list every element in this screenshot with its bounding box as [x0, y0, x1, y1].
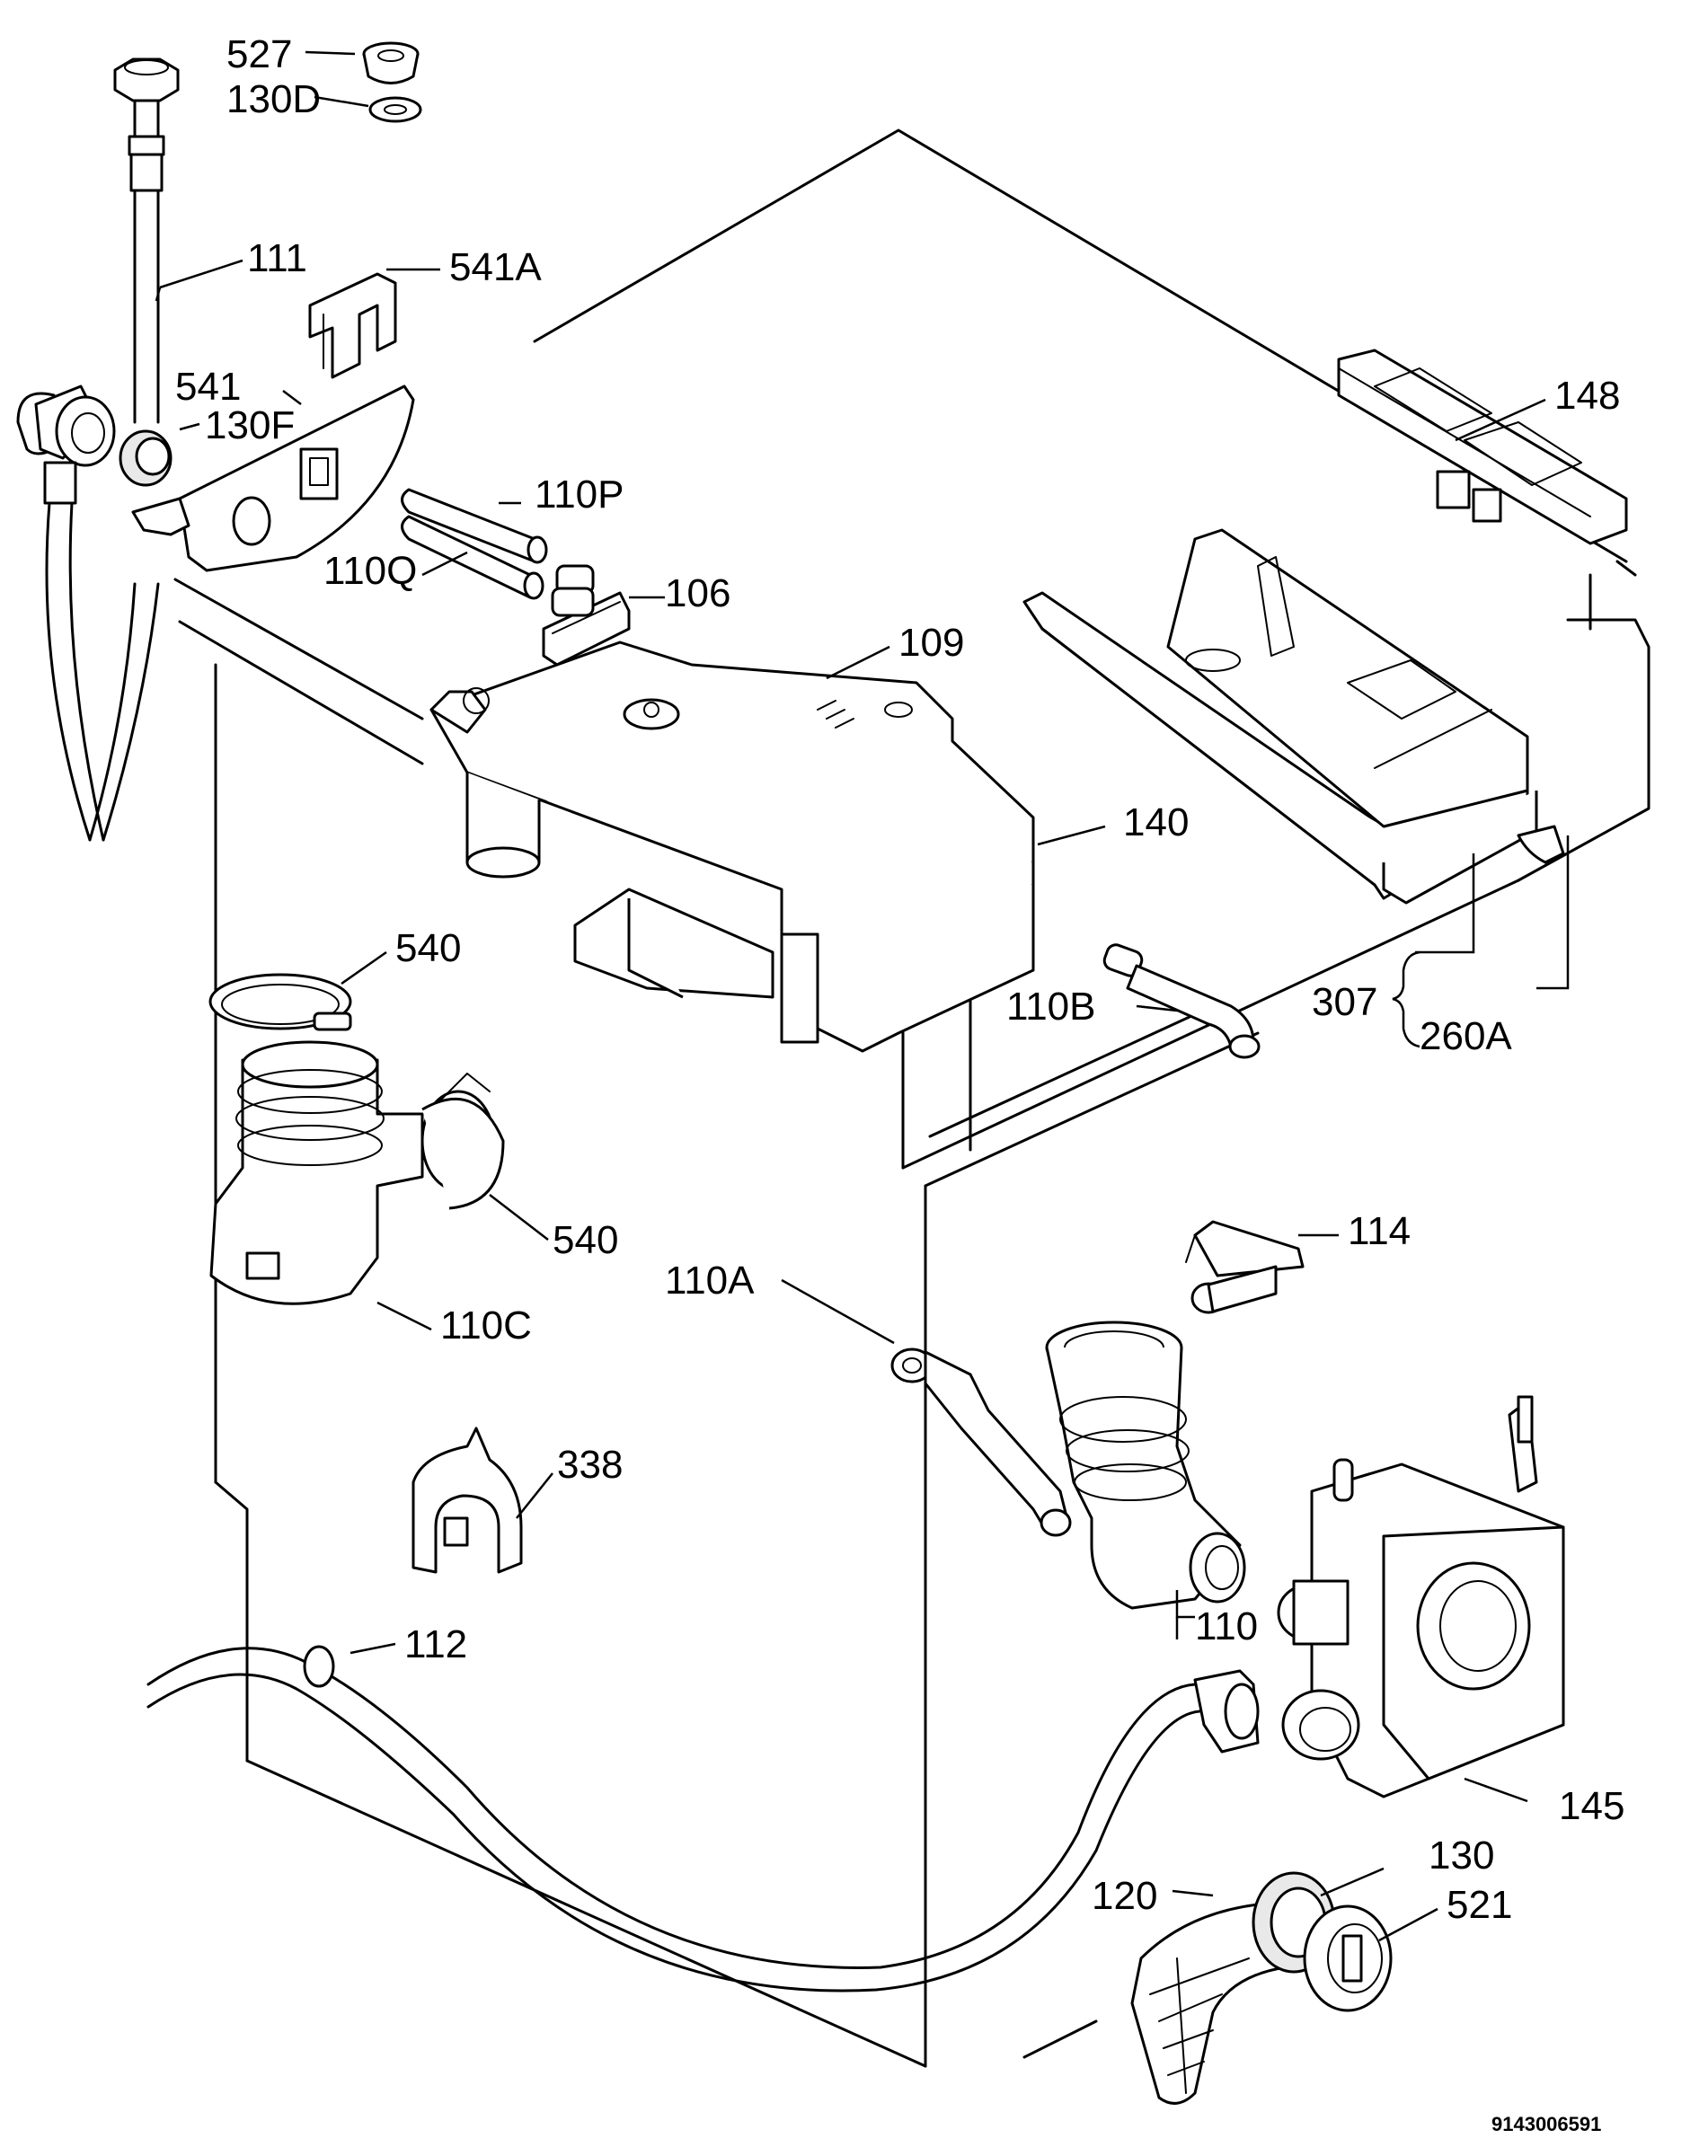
label-111: 111 — [247, 236, 307, 280]
label-110a: 110A — [665, 1259, 755, 1303]
part-307-dispenser-drawer — [1022, 528, 1538, 905]
label-120: 120 — [1092, 1874, 1157, 1918]
label-541a: 541A — [449, 245, 542, 289]
document-number: 9143006591 — [1491, 2113, 1601, 2135]
part-521-cap — [1303, 1904, 1393, 2012]
part-541a-clip — [308, 272, 397, 379]
label-110q: 110Q — [323, 549, 417, 593]
part-260a-clip — [1517, 825, 1565, 864]
part-110-sump-bellows — [1045, 1321, 1246, 1610]
part-540-clamp-top — [208, 973, 352, 1031]
part-540-clamp-side — [421, 1073, 505, 1210]
label-521: 521 — [1447, 1883, 1512, 1927]
part-338-clip — [412, 1427, 523, 1574]
part-114-clip — [1185, 1220, 1305, 1314]
label-110p: 110P — [535, 473, 624, 517]
part-112-drain-hose — [146, 1645, 1260, 1993]
label-110: 110 — [1195, 1604, 1258, 1648]
cabinet-outline — [173, 128, 1650, 2068]
part-106-valve — [542, 564, 631, 667]
leader-lines — [155, 50, 1570, 1942]
part-110p-tube — [401, 488, 548, 564]
part-110b-hose — [1102, 943, 1261, 1059]
label-145: 145 — [1559, 1784, 1624, 1828]
part-130d-washer — [368, 96, 422, 123]
part-145-pump — [1277, 1395, 1565, 1798]
label-106: 106 — [665, 571, 730, 615]
label-130: 130 — [1429, 1833, 1494, 1878]
label-140: 140 — [1123, 800, 1189, 844]
part-541-bracket — [131, 384, 415, 572]
part-110a-hose — [890, 1348, 1072, 1537]
label-527: 527 — [226, 32, 292, 76]
label-130f: 130F — [205, 403, 295, 447]
label-540-top: 540 — [395, 926, 461, 970]
label-148: 148 — [1554, 374, 1620, 418]
part-130f-ring — [119, 429, 173, 487]
part-148-handle — [1337, 349, 1628, 545]
part-109-140-dispenser-housing — [429, 641, 1035, 1053]
part-527-nut — [362, 41, 420, 84]
label-110b: 110B — [1006, 985, 1096, 1029]
label-260a: 260A — [1420, 1014, 1512, 1058]
label-110c: 110C — [440, 1303, 532, 1348]
label-307: 307 — [1312, 980, 1377, 1024]
label-114: 114 — [1348, 1209, 1411, 1253]
part-111-inlet-hose — [16, 57, 180, 842]
label-541: 541 — [175, 365, 241, 409]
label-540-side: 540 — [553, 1218, 618, 1262]
label-338: 338 — [557, 1443, 623, 1487]
part-110q-tube — [401, 515, 544, 600]
label-112: 112 — [404, 1622, 467, 1666]
label-130d: 130D — [226, 77, 321, 121]
part-labels: 527 130D 111 541A 541 130F 110P 110Q 106… — [175, 32, 1624, 2135]
label-109: 109 — [898, 621, 964, 665]
part-120-filter — [1130, 1903, 1287, 2105]
